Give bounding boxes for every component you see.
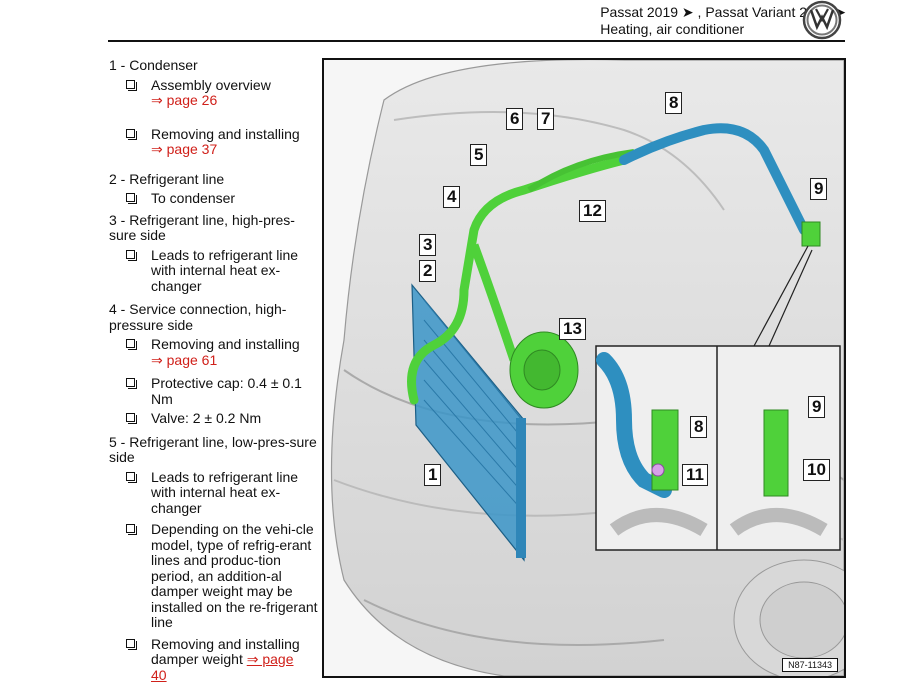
sub-text: Removing and installing — [151, 125, 300, 142]
legend-column: 1 - Condenser Assembly overview ⇒ page 2… — [109, 57, 319, 684]
sub-text: To condenser — [151, 190, 236, 206]
page-link[interactable]: ⇒ page — [246, 651, 294, 667]
sub-text: Leads to refrigerant line with internal … — [151, 246, 299, 294]
page-link-number[interactable]: 40 — [151, 666, 167, 683]
header-rule — [108, 40, 845, 42]
item-1-sub-1: Assembly overview ⇒ page 26 — [109, 76, 319, 109]
sub-text: Depending on the vehi-cle model, type of… — [151, 521, 318, 630]
checkbox-icon — [126, 339, 137, 350]
sub-text: Removing and installing damper weight — [151, 635, 300, 667]
page-link[interactable]: ⇒ page 37 — [151, 141, 218, 157]
item-2-heading: 2 - Refrigerant line — [109, 170, 225, 187]
checkbox-icon — [126, 378, 137, 389]
item-4-heading: 4 - Service connection, high-pressure si… — [109, 301, 287, 333]
sub-text: Assembly overview — [151, 76, 271, 93]
breadcrumb-text: Passat 2019 ➤ , Passat Variant 2019 ➤ — [600, 4, 846, 20]
callout-12: 12 — [579, 200, 606, 222]
sub-text: Removing and installing — [151, 336, 300, 352]
item-3-heading: 3 - Refrigerant line, high-pres-sure sid… — [109, 211, 295, 243]
figure-illustration — [330, 60, 844, 676]
item-5-heading: 5 - Refrigerant line, low-pres-sure side — [109, 433, 317, 465]
item-4-sub-3: Valve: 2 ± 0.2 Nm — [109, 410, 319, 427]
figure-id: N87-11343 — [782, 658, 838, 672]
item-3-sub-1: Leads to refrigerant line with internal … — [109, 246, 319, 295]
checkbox-icon — [126, 128, 137, 140]
callout-13: 13 — [559, 318, 586, 340]
checkbox-icon — [126, 193, 137, 204]
item-4-sub-2: Protective cap: 0.4 ± 0.1 Nm — [109, 375, 319, 407]
item-1-sub-2: Removing and installing ⇒ page 37 — [109, 125, 319, 158]
item-5-sub-1: Leads to refrigerant line with internal … — [109, 468, 319, 517]
inset-callout-9: 9 — [808, 396, 826, 418]
item-2-sub-1: To condenser — [109, 190, 319, 207]
inset-callout-8: 8 — [690, 416, 708, 438]
section-subtitle: Heating, air conditioner — [600, 21, 745, 37]
item-1-heading: 1 - Condenser — [109, 57, 198, 73]
callout-2: 2 — [419, 260, 437, 282]
item-5-sub-2: Depending on the vehi-cle model, type of… — [109, 521, 319, 631]
sub-text: Protective cap: 0.4 ± 0.1 Nm — [151, 375, 302, 407]
callout-5: 5 — [470, 144, 488, 166]
checkbox-icon — [126, 79, 137, 91]
exploded-view-figure: 1 2 3 4 5 6 7 8 9 12 13 8 11 9 10 N87-11… — [322, 58, 846, 678]
page-link[interactable]: ⇒ page 61 — [151, 351, 218, 368]
checkbox-icon — [126, 471, 137, 483]
checkbox-icon — [126, 413, 137, 424]
inset-callout-11: 11 — [682, 464, 708, 486]
vw-logo — [802, 0, 842, 40]
sub-text: Leads to refrigerant line with internal … — [151, 468, 299, 516]
callout-7: 7 — [537, 108, 555, 130]
document-header: Passat 2019 ➤ , Passat Variant 2019 ➤ He… — [600, 4, 846, 38]
inset-callout-10: 10 — [803, 459, 830, 481]
callout-1: 1 — [424, 464, 442, 486]
callout-8: 8 — [665, 92, 683, 114]
callout-9: 9 — [810, 178, 828, 200]
page-link[interactable]: ⇒ page 26 — [151, 92, 218, 108]
callout-3: 3 — [419, 234, 437, 256]
checkbox-icon — [126, 524, 137, 535]
callout-6: 6 — [506, 108, 524, 130]
callout-4: 4 — [443, 186, 461, 208]
breadcrumb: Passat 2019 ➤ , Passat Variant 2019 ➤ — [600, 4, 846, 21]
item-5-sub-3: Removing and installing damper weight ⇒ … — [109, 635, 319, 684]
checkbox-icon — [126, 249, 137, 261]
checkbox-icon — [126, 638, 137, 650]
sub-text: Valve: 2 ± 0.2 Nm — [151, 410, 262, 426]
item-4-sub-1: Removing and installing ⇒ page 61 — [109, 336, 319, 368]
